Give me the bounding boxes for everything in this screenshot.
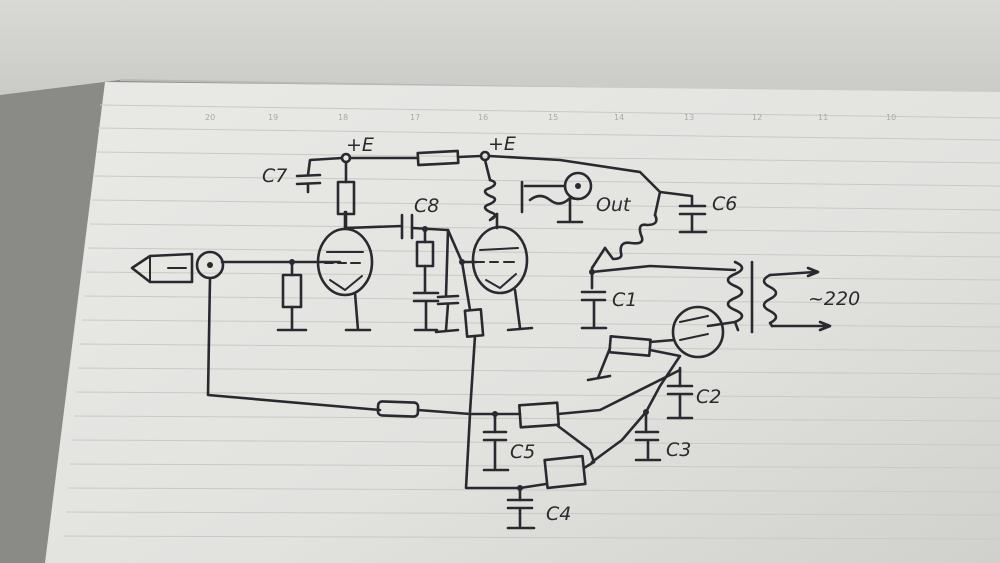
ruled-lines xyxy=(63,104,1000,540)
label-supply-left: +E xyxy=(346,134,374,156)
feedback-wire-left xyxy=(206,276,382,412)
ruler-mark: 14 xyxy=(614,113,624,122)
capacitor-c4 xyxy=(506,485,536,530)
capacitor-c7 xyxy=(295,156,344,194)
label-c1: C1 xyxy=(612,289,637,311)
schematic-drawing: +E C7 +E C8 xyxy=(130,133,860,530)
mains-transformer xyxy=(726,260,832,334)
power-choke xyxy=(589,190,662,290)
label-c8: C8 xyxy=(414,195,439,217)
label-supply-right: +E xyxy=(488,133,516,155)
capacitor-c5 xyxy=(482,412,510,472)
ruler-mark: 18 xyxy=(338,113,348,122)
label-c3: C3 xyxy=(666,439,691,461)
rectifier-network xyxy=(586,334,682,464)
capacitor-c6 xyxy=(658,190,708,234)
ruler-mark: 12 xyxy=(752,113,762,122)
ruler-mark: 20 xyxy=(205,113,215,122)
tube-v2 xyxy=(459,212,534,332)
notebook-page xyxy=(45,82,1000,563)
output-jack xyxy=(520,171,593,224)
label-mains: ~220 xyxy=(808,288,860,310)
label-out: Out xyxy=(596,194,632,216)
filter-chain xyxy=(464,368,682,490)
inductor-v2 xyxy=(483,158,499,222)
label-c2: C2 xyxy=(696,386,721,408)
ruler-mark: 11 xyxy=(818,113,828,122)
supply-right-wire xyxy=(487,154,662,194)
feedback-resistor xyxy=(376,400,472,418)
ruler-mark: 19 xyxy=(268,113,278,122)
ruler-mark: 10 xyxy=(886,113,896,122)
ruler-mark: 16 xyxy=(478,113,488,122)
label-c7: C7 xyxy=(262,165,287,187)
label-c5: C5 xyxy=(510,441,535,463)
label-c6: C6 xyxy=(712,193,737,215)
cathode-resistor-v2 xyxy=(460,260,485,414)
ruler-marks: 20 19 18 17 16 15 14 13 12 11 10 xyxy=(205,113,896,122)
ruler-mark: 13 xyxy=(684,113,694,122)
capacitor-c8 xyxy=(344,210,450,240)
capacitor-c3 xyxy=(634,409,662,462)
supply-link-resistor xyxy=(348,149,491,167)
grid-resistor xyxy=(276,259,308,332)
ruler-mark: 17 xyxy=(410,113,420,122)
label-c4: C4 xyxy=(546,503,571,525)
transformer-link-wire xyxy=(590,264,737,274)
grid-network-v2 xyxy=(412,226,464,334)
upper-page xyxy=(0,0,1000,95)
ruler-mark: 15 xyxy=(548,113,558,122)
c4-series-resistor xyxy=(518,424,596,490)
rectifier-tube xyxy=(648,305,737,359)
capacitor-c1 xyxy=(580,290,608,330)
